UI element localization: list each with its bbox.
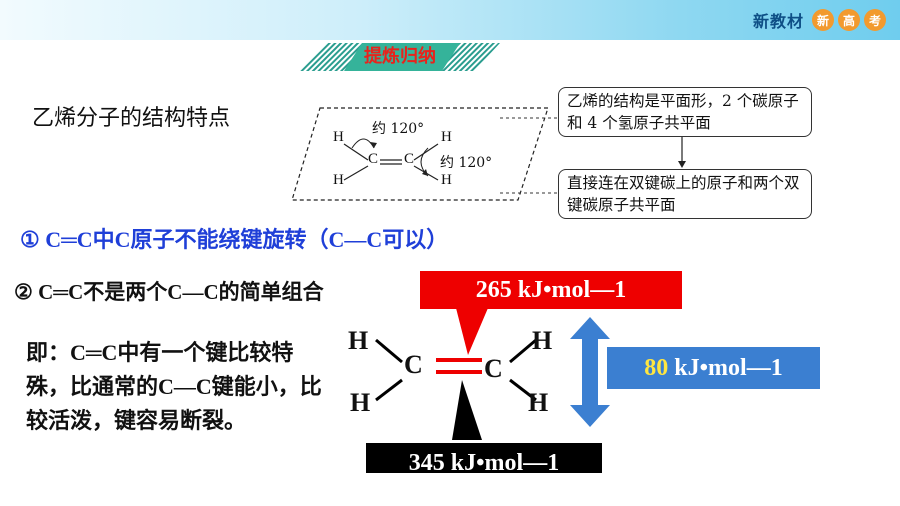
section-banner: 提炼归纳: [300, 43, 500, 71]
brand-text: 新教材: [752, 12, 804, 31]
brand-logo: 新教材 新 高 考: [753, 8, 886, 32]
brand-badge-gao: 高: [838, 9, 860, 31]
brand-badge-xin: 新: [812, 9, 834, 31]
top-bar: 新教材 新 高 考: [0, 0, 900, 40]
mol-atom-h-top-left: H: [348, 326, 369, 355]
energy-difference-arrow: [570, 317, 610, 427]
mol-atom-h-top-right: H: [532, 326, 553, 355]
brand-badge-kao: 考: [864, 9, 886, 31]
explanation-text: 即：C═C中有一个键比较特殊，比通常的C—C键能小，比较活泼，键容易断裂。: [26, 340, 322, 433]
mol-atom-c-right: C: [484, 354, 503, 383]
double-bond-energy-label: 265 kJ•mol—1: [420, 271, 682, 309]
atom-h-bottom-left: H: [333, 172, 344, 188]
rule-no-rotation: ① C═C中C原子不能绕键旋转（C—C可以）: [20, 227, 449, 252]
energy-difference-value: 80: [644, 355, 669, 381]
note-planar: 乙烯的结构是平面形，2 个碳原子和 4 个氢原子共平面: [558, 87, 812, 137]
ethylene-bond-diagram: [375, 308, 537, 440]
atom-c-left: C: [368, 151, 379, 167]
note-down-arrow: [678, 137, 686, 168]
atom-h-top-left: H: [333, 129, 344, 145]
atom-c-right: C: [404, 151, 415, 167]
banner-title: 提炼归纳: [364, 46, 436, 67]
note-bonded: 直接连在双键碳上的原子和两个双键碳原子共平面: [558, 169, 812, 219]
energy-difference-unit: kJ•mol—1: [674, 355, 783, 381]
atom-h-top-right: H: [441, 129, 452, 145]
energy-difference-label: 80 kJ•mol—1: [607, 347, 820, 389]
total-energy-label: 345 kJ•mol—1: [366, 443, 602, 473]
mol-atom-c-left: C: [404, 350, 423, 379]
atom-h-bottom-right: H: [441, 172, 452, 188]
mol-atom-h-bottom-right: H: [528, 388, 549, 417]
angle-label-right: 约 120°: [440, 155, 493, 171]
rule-not-two-single-bonds: ② C═C不是两个C—C的简单组合: [14, 280, 324, 304]
ethylene-plane-diagram: [291, 107, 549, 201]
section-title: 乙烯分子的结构特点: [32, 106, 231, 131]
mol-atom-h-bottom-left: H: [350, 388, 371, 417]
note-connectors: [500, 117, 560, 194]
banner-shape: [300, 43, 500, 71]
angle-label-top: 约 120°: [372, 121, 425, 137]
